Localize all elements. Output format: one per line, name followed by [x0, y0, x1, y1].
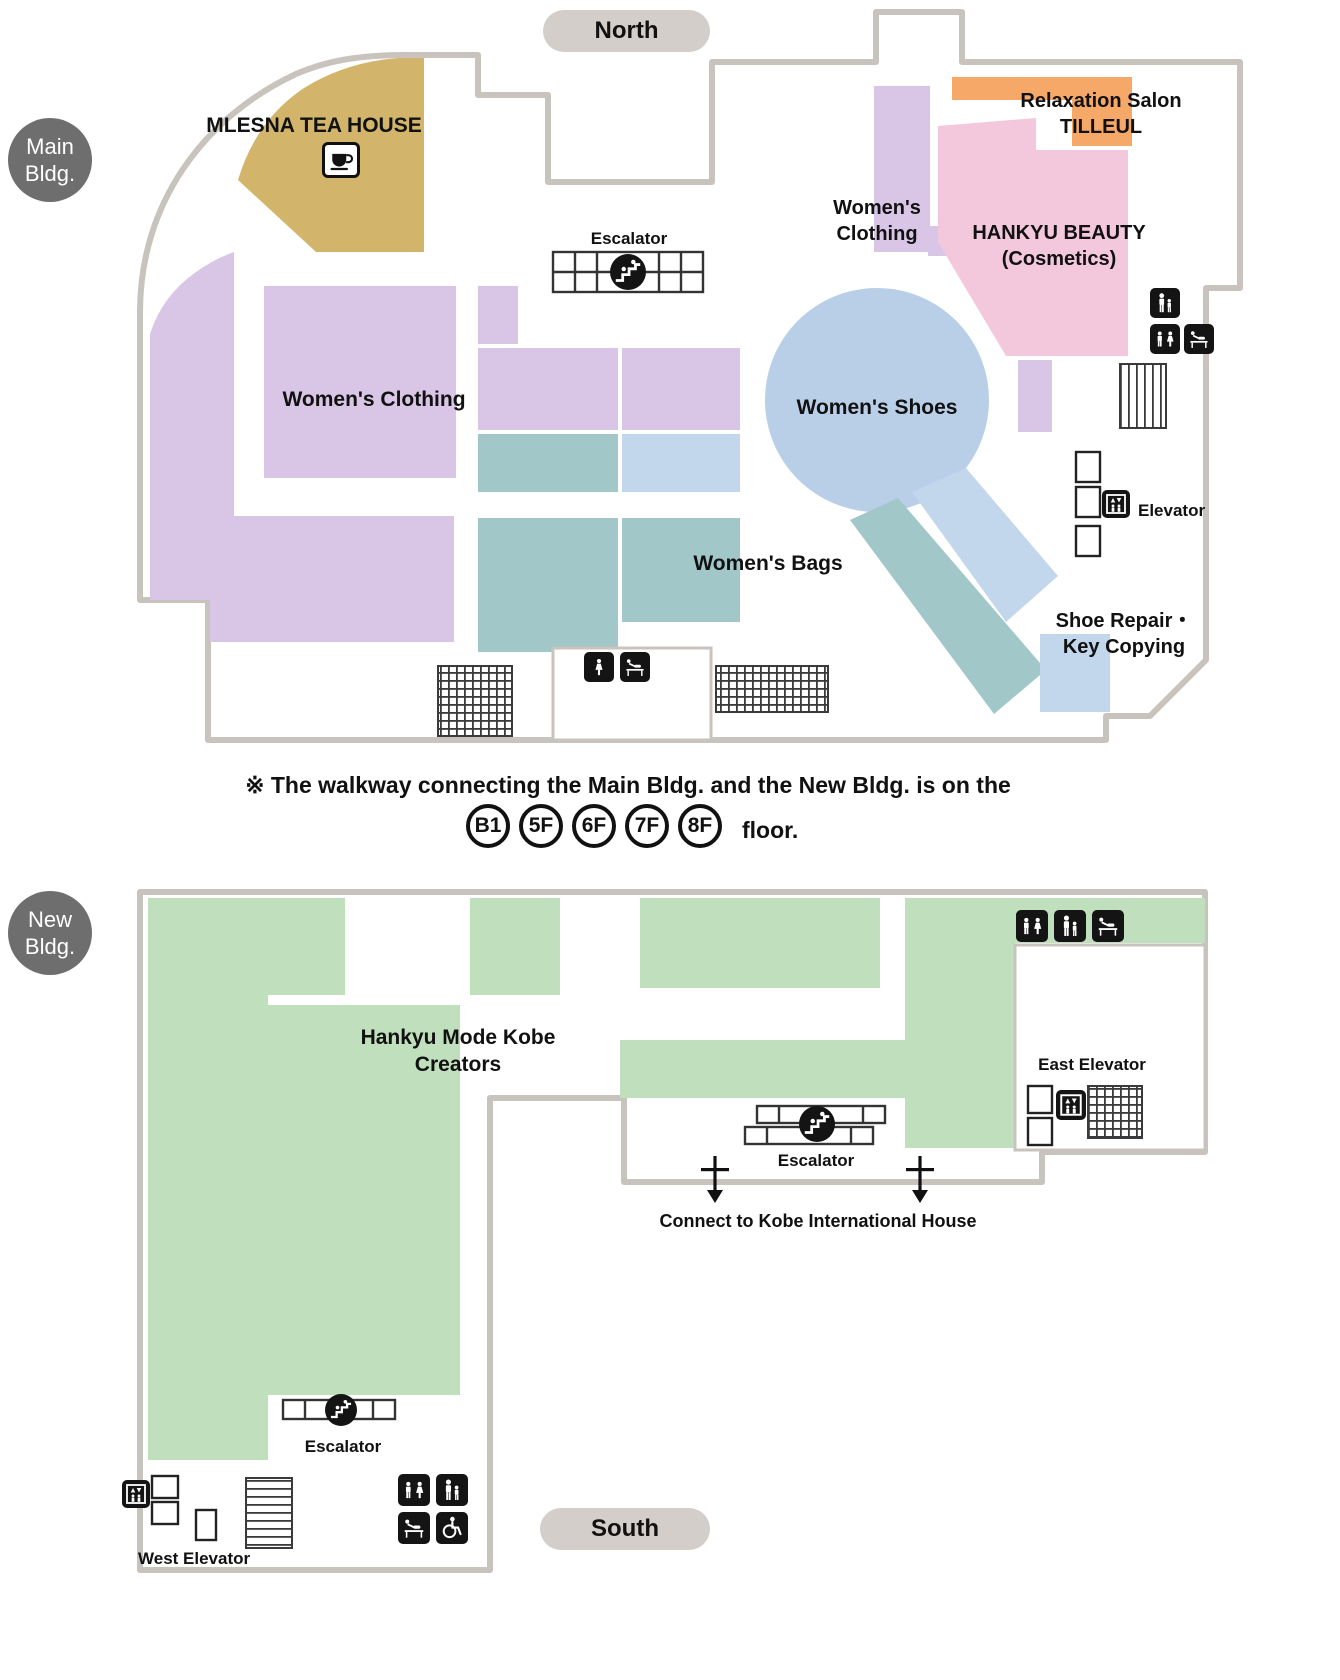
escalator-main-label: Escalator	[590, 229, 668, 248]
creators-area	[148, 898, 345, 995]
stairs	[715, 665, 829, 713]
womens-clothing-area	[622, 348, 740, 430]
east-elevator-label: East Elevator	[1038, 1055, 1146, 1074]
womens-clothing-area	[1018, 360, 1052, 432]
elevator-shafts	[1026, 1084, 1054, 1147]
restroom-men-women-icon	[1150, 324, 1180, 354]
connection-arrow	[701, 1156, 729, 1203]
womens-clothing-area	[874, 86, 930, 252]
baby-changing-icon	[620, 652, 650, 682]
stairs	[1119, 363, 1167, 429]
stairs	[245, 1477, 293, 1549]
new-bldg-badge: New Bldg.	[8, 891, 92, 975]
connection-label: Connect to Kobe International House	[659, 1211, 977, 1231]
tea-house-label: MLESNA TEA HOUSE	[206, 114, 422, 137]
womens-clothing-right-label: Women's Clothing	[833, 197, 921, 245]
shoe-repair-label: Shoe Repair・ Key Copying	[1055, 610, 1193, 658]
creators-area	[148, 995, 268, 1460]
baby-changing-icon	[1184, 324, 1214, 354]
nursing-room-icon	[436, 1474, 468, 1506]
womens-clothing-area	[478, 348, 618, 430]
womens-clothing-area	[264, 286, 456, 478]
south-label: South	[540, 1508, 710, 1550]
elevator-icon	[122, 1480, 150, 1508]
north-label: North	[543, 10, 710, 52]
creators-area	[620, 1040, 905, 1098]
escalator-center-label: Escalator	[777, 1151, 855, 1170]
restroom-women-icon	[584, 652, 614, 682]
west-elevator-label: West Elevator	[138, 1549, 251, 1568]
creators-area	[640, 898, 880, 988]
womens-clothing-area	[150, 252, 234, 600]
restroom-men-women-icon	[1016, 910, 1048, 942]
hankyu-beauty-label: HANKYU BEAUTY (Cosmetics)	[972, 222, 1146, 270]
accessories-area	[912, 468, 1058, 622]
walkway-note: ※ The walkway connecting the Main Bldg. …	[245, 772, 1011, 798]
accessories-area	[1040, 634, 1110, 712]
creators-label: Hankyu Mode Kobe Creators	[360, 1026, 556, 1077]
baby-changing-icon	[398, 1512, 430, 1544]
creators-area	[470, 898, 560, 995]
elevator-shafts	[150, 1474, 218, 1542]
hankyu-beauty-area	[938, 118, 1128, 356]
tea-cup-icon	[322, 142, 360, 178]
floor-badge-8f: 8F	[678, 804, 722, 848]
nursing-room-icon	[1054, 910, 1086, 942]
womens-clothing-area	[478, 286, 518, 344]
womens-bags-label: Women's Bags	[693, 552, 843, 575]
baby-changing-icon	[1092, 910, 1124, 942]
elevator-icon	[1102, 490, 1130, 518]
elevator-icon	[1056, 1090, 1086, 1120]
floor-badge-6f: 6F	[572, 804, 616, 848]
womens-shoes-area	[765, 288, 989, 512]
floor-badge-7f: 7F	[625, 804, 669, 848]
elevator-shafts	[1074, 450, 1102, 558]
nursing-room-icon	[1150, 288, 1180, 318]
relaxation-salon-area	[1072, 98, 1132, 146]
main-bldg-badge: Main Bldg.	[8, 118, 92, 202]
womens-clothing-left-label: Women's Clothing	[282, 388, 466, 411]
creators-area	[905, 943, 1015, 1148]
wheelchair-icon	[436, 1512, 468, 1544]
floor-badge-5f: 5F	[519, 804, 563, 848]
womens-clothing-area	[210, 516, 454, 642]
relaxation-salon-area	[952, 77, 1132, 100]
accessories-area	[622, 434, 740, 492]
creators-area	[268, 1005, 460, 1395]
restroom-men-women-icon	[398, 1474, 430, 1506]
stairs	[437, 665, 513, 737]
relaxation-salon-label: Relaxation Salon TILLEUL	[1020, 90, 1182, 138]
walkway-note-suffix: floor.	[742, 817, 799, 843]
womens-shoes-label: Women's Shoes	[796, 396, 958, 419]
womens-bags-area	[622, 518, 740, 622]
stairs	[1087, 1085, 1143, 1139]
womens-bags-area	[850, 498, 1046, 714]
escalator-south-label: Escalator	[304, 1437, 382, 1456]
womens-bags-area	[478, 434, 618, 492]
connection-arrow	[906, 1156, 934, 1203]
womens-bags-area	[478, 518, 618, 652]
elevator-main-label: Elevator	[1138, 501, 1206, 520]
floor-badge-b1: B1	[466, 804, 510, 848]
